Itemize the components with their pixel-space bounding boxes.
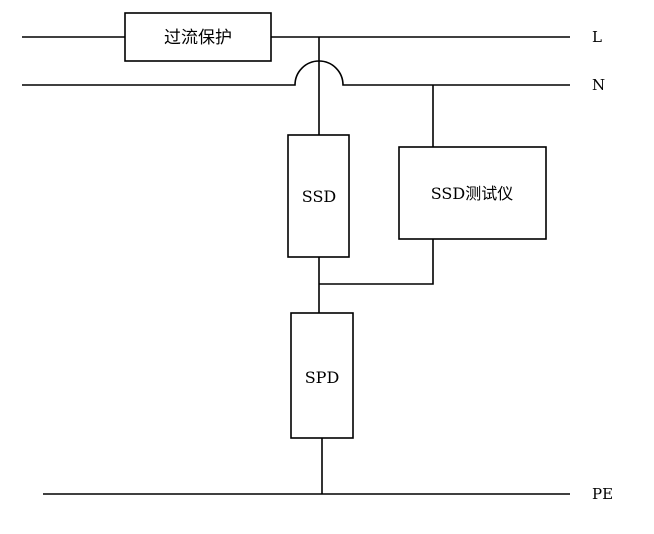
tester-return-wire <box>319 239 434 285</box>
ssd-box <box>287 134 350 258</box>
spd-label: SPD <box>305 368 340 387</box>
pe-label: PE <box>592 485 613 503</box>
ssd-tester-label: SSD测试仪 <box>431 184 513 203</box>
neutral-conductor <box>22 60 570 86</box>
spd-box <box>290 312 354 439</box>
neutral-label: N <box>592 76 605 94</box>
overcurrent-protection-box <box>124 12 272 62</box>
ssd-label: SSD <box>302 187 336 206</box>
ssd-tester-box <box>398 146 547 240</box>
line-label: L <box>592 28 602 46</box>
overcurrent-protection-label: 过流保护 <box>164 28 232 48</box>
